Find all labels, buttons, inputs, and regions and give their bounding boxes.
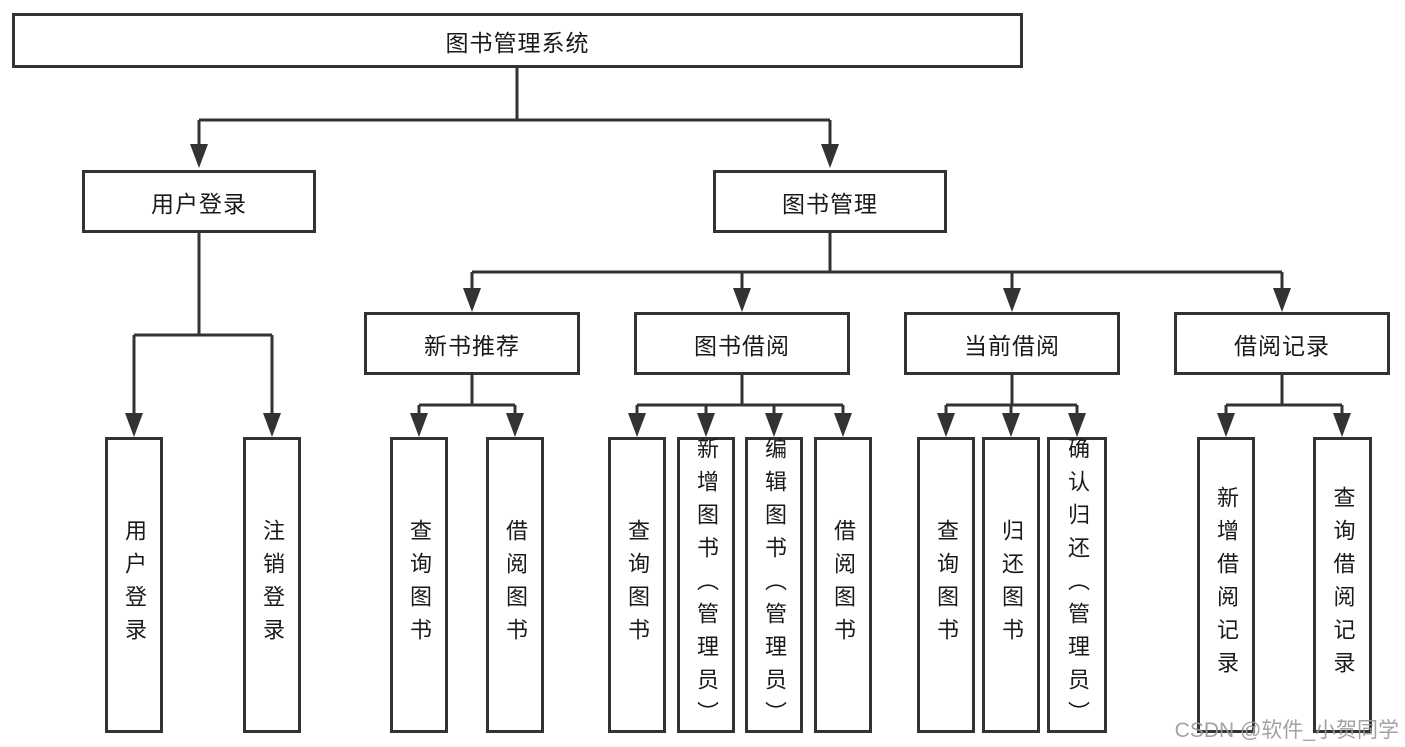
leaf-borrow-book: 借阅图书 bbox=[814, 437, 872, 733]
node-current-borrow-label: 当前借阅 bbox=[964, 332, 1060, 359]
leaf-query-book-current: 查询图书 bbox=[917, 437, 975, 733]
leaf-edit-book-admin: 编辑图书（管理员） bbox=[745, 436, 803, 734]
connector-borrow-records bbox=[1217, 375, 1351, 437]
leaf-add-borrow-record: 新增借阅记录 bbox=[1197, 437, 1255, 733]
node-borrow-records: 借阅记录 bbox=[1174, 312, 1390, 375]
connector-book-borrow bbox=[628, 375, 852, 437]
csdn-watermark: CSDN @软件_小贺同学 bbox=[1174, 719, 1399, 742]
connector-new-book-recommend bbox=[410, 375, 524, 437]
leaf-user-login: 用户登录 bbox=[105, 437, 163, 733]
node-user-login-label: 用户登录 bbox=[151, 190, 247, 217]
node-borrow-records-label: 借阅记录 bbox=[1234, 332, 1330, 359]
connector-book-management bbox=[463, 233, 1291, 312]
leaf-logout-label: 注销登录 bbox=[260, 519, 285, 651]
leaf-logout: 注销登录 bbox=[243, 437, 301, 733]
connector-user-login bbox=[125, 233, 281, 437]
node-root-label: 图书管理系统 bbox=[445, 29, 590, 56]
leaf-return-book: 归还图书 bbox=[982, 437, 1040, 733]
leaf-query-book-borrow-label: 查询图书 bbox=[625, 519, 650, 651]
leaf-query-book-recommend-label: 查询图书 bbox=[407, 519, 432, 651]
node-root-library-system: 图书管理系统 bbox=[12, 13, 1023, 68]
leaf-query-borrow-record-label: 查询借阅记录 bbox=[1330, 486, 1356, 684]
node-current-borrow: 当前借阅 bbox=[904, 312, 1120, 375]
leaf-query-book-current-label: 查询图书 bbox=[934, 519, 959, 651]
connector-root bbox=[190, 68, 839, 168]
leaf-query-book-recommend: 查询图书 bbox=[390, 437, 448, 733]
leaf-edit-book-admin-label: 编辑图书（管理员） bbox=[762, 436, 787, 734]
leaf-return-book-label: 归还图书 bbox=[999, 519, 1024, 651]
leaf-add-book-admin: 新增图书（管理员） bbox=[677, 436, 735, 734]
leaf-query-book-borrow: 查询图书 bbox=[608, 437, 666, 733]
node-new-book-recommend-label: 新书推荐 bbox=[424, 332, 520, 359]
leaf-query-borrow-record: 查询借阅记录 bbox=[1313, 437, 1372, 733]
leaf-confirm-return-admin-label: 确认归还（管理员） bbox=[1065, 436, 1090, 734]
leaf-borrow-book-label: 借阅图书 bbox=[831, 519, 856, 651]
leaf-borrow-book-recommend-label: 借阅图书 bbox=[503, 519, 528, 651]
node-new-book-recommend: 新书推荐 bbox=[364, 312, 580, 375]
node-user-login: 用户登录 bbox=[82, 170, 316, 233]
leaf-add-book-admin-label: 新增图书（管理员） bbox=[694, 436, 719, 734]
leaf-borrow-book-recommend: 借阅图书 bbox=[486, 437, 544, 733]
node-book-borrow-label: 图书借阅 bbox=[694, 332, 790, 359]
leaf-user-login-label: 用户登录 bbox=[122, 519, 147, 651]
leaf-confirm-return-admin: 确认归还（管理员） bbox=[1047, 436, 1107, 734]
node-book-borrow: 图书借阅 bbox=[634, 312, 850, 375]
node-book-management-label: 图书管理 bbox=[782, 190, 878, 217]
node-book-management: 图书管理 bbox=[713, 170, 947, 233]
leaf-add-borrow-record-label: 新增借阅记录 bbox=[1214, 486, 1239, 684]
connector-current-borrow bbox=[937, 375, 1086, 437]
